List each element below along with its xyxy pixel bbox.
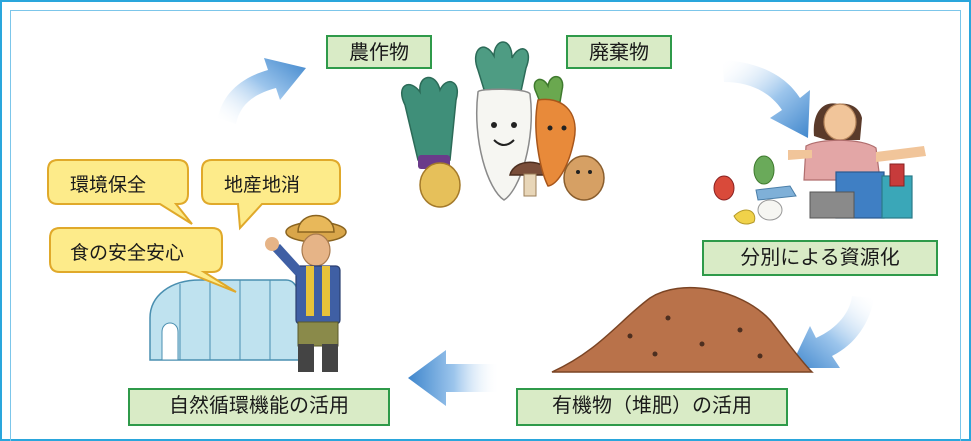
speech-bubble-local [201,159,341,231]
speech-bubble-environment [47,159,193,225]
greenhouse-illustration [149,279,301,361]
sorting-person-illustration [713,103,926,225]
compost-heap-illustration [551,286,814,373]
arrow-down-right-icon [722,60,810,138]
label-sorting: 分別による資源化 [702,240,938,276]
arrow-up-right-icon [218,58,306,124]
bubble-text-local: 地産地消 [224,174,301,196]
label-crops: 農作物 [326,35,432,69]
speech-bubble-food-safety [49,227,237,293]
label-waste: 廃棄物 [566,35,672,69]
arrow-left-icon [408,350,500,406]
diagram-inner-border [10,10,961,441]
label-organic: 有機物（堆肥）の活用 [516,388,788,426]
bubble-text-food-safety: 食の安全安心 [70,242,185,264]
vegetables-illustration [400,41,605,208]
label-natural: 自然循環機能の活用 [128,388,390,426]
farmer-illustration [265,214,347,372]
bubble-text-environment: 環境保全 [70,174,147,196]
arrow-down-left-icon [790,296,874,368]
